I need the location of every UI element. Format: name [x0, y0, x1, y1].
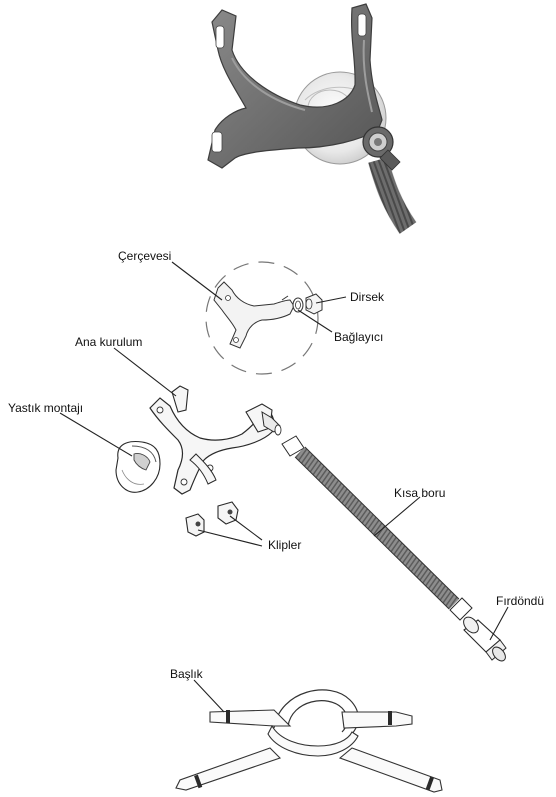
- cushion-illustration: [116, 442, 160, 493]
- leader-frame: [172, 262, 222, 300]
- clips-illustration: [186, 502, 238, 536]
- leader-cushion: [60, 413, 132, 456]
- label-elbow: Dirsek: [350, 290, 384, 304]
- label-headgear: Başlık: [170, 667, 203, 681]
- label-short-tube: Kısa boru: [394, 486, 445, 500]
- label-main-assembly: Ana kurulum: [75, 335, 142, 349]
- main-assembly-illustration: [150, 386, 281, 494]
- leader-headgear: [194, 680, 224, 712]
- swivel-illustration: [461, 614, 508, 663]
- short-tube-illustration: [282, 436, 472, 620]
- label-cushion-assembly: Yastık montajı: [8, 401, 83, 415]
- label-clips: Klipler: [268, 538, 301, 552]
- leader-clips-b: [230, 516, 262, 540]
- frame-detail-illustration: [206, 262, 322, 374]
- label-swivel: Fırdöndü: [496, 594, 544, 608]
- label-frame: Çerçevesi: [118, 249, 171, 263]
- headgear-illustration: [176, 690, 442, 792]
- assembled-mask-illustration: [208, 4, 408, 228]
- leader-main-assembly: [114, 348, 176, 396]
- leader-swivel: [490, 607, 508, 640]
- leader-short-tube: [374, 497, 420, 536]
- label-connector: Bağlayıcı: [334, 330, 383, 344]
